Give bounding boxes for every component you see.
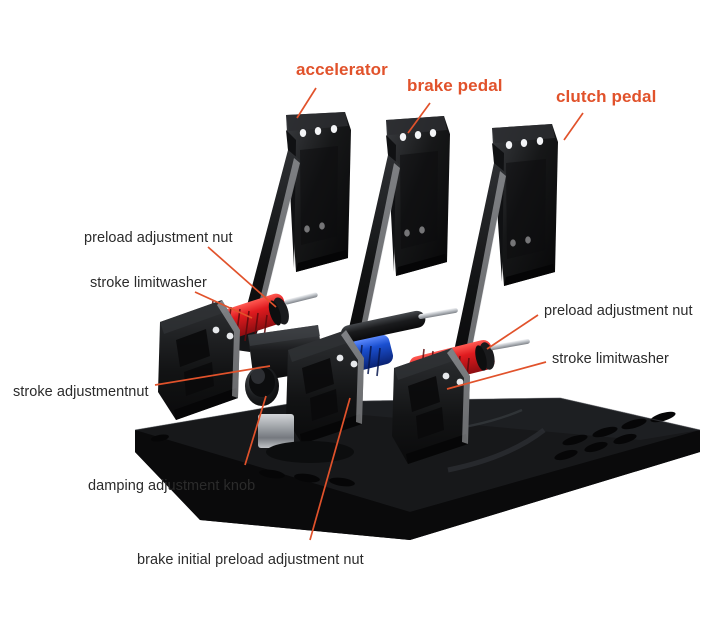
leader-brake-pedal [407,102,431,134]
leader-lines [154,87,584,541]
base-plate-slots [151,411,676,487]
label-brake-initial-preload-adjustment-nut: brake initial preload adjustment nut [137,552,364,568]
leader-limitwasher-right [446,361,547,390]
clutch-bracket-bolts [442,372,464,386]
label-clutch-pedal: clutch pedal [556,87,657,106]
leader-stroke-adjustmentnut [154,365,271,386]
label-stroke-limitwasher-right: stroke limitwasher [552,351,669,367]
leader-damping-knob [244,395,267,466]
label-stroke-limitwasher-left: stroke limitwasher [90,275,207,291]
brake-bracket-bolts [336,354,358,368]
clutch-assembly [392,124,558,473]
label-stroke-adjustmentnut: stroke adjustmentnut [13,384,149,400]
leader-preload-left [207,246,277,308]
leader-preload-right [486,314,539,350]
leader-brake-initial-preload [309,397,351,541]
accelerator-assembly [158,112,351,420]
accelerator-bracket-bolts [212,326,234,340]
leader-accelerator [296,87,317,119]
label-preload-adjustment-nut-left: preload adjustment nut [84,230,233,246]
label-damping-adjustment-knob: damping adjustment knob [88,478,256,494]
leader-clutch-pedal [563,112,584,141]
label-accelerator: accelerator [296,60,388,79]
accelerator-pedal-face [286,112,351,272]
brake-pedal-face [386,116,450,276]
label-brake-pedal: brake pedal [407,76,503,95]
clutch-pedal-face [492,124,558,286]
label-preload-adjustment-nut-right: preload adjustment nut [544,303,693,319]
leader-limitwasher-left [194,291,253,319]
